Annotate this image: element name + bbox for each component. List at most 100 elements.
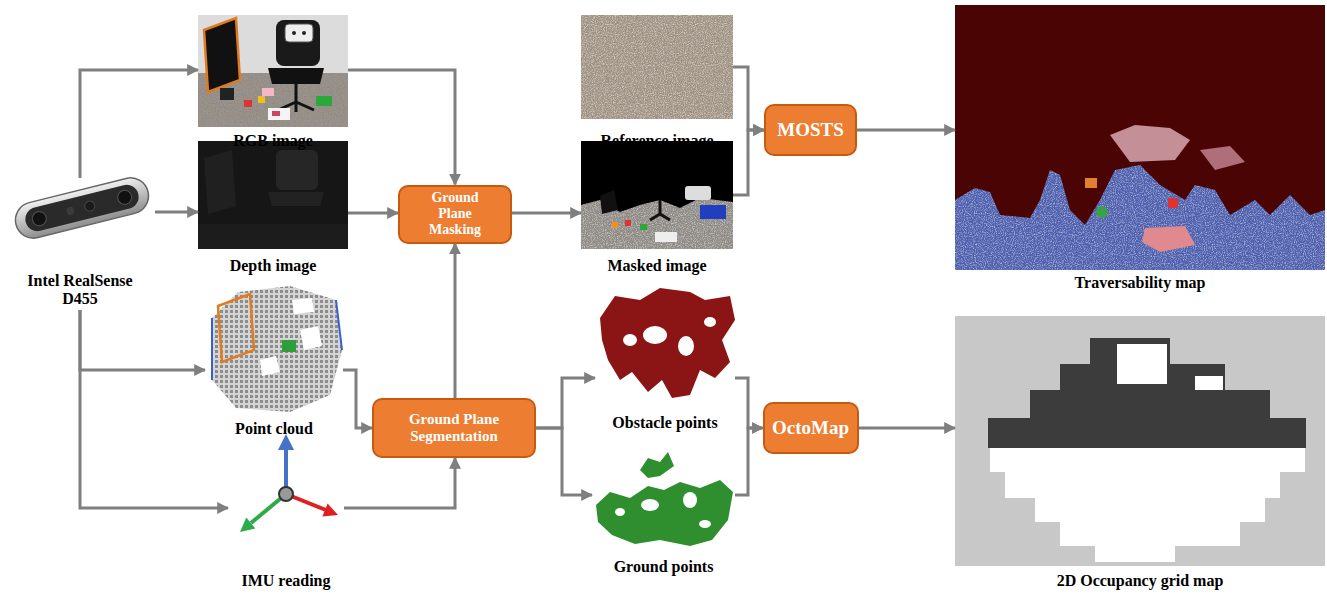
obstacle-point-cloud xyxy=(704,317,716,327)
imu-axes xyxy=(279,487,293,501)
rgb-photo xyxy=(302,31,306,35)
flow-arrow xyxy=(857,129,955,132)
traversability-heatmap xyxy=(955,5,1325,270)
occupancy-grid xyxy=(955,316,1325,566)
traversability-heatmap xyxy=(955,165,1325,270)
occupancy-grid xyxy=(955,316,1325,566)
masked-image xyxy=(581,141,733,249)
image-panel: Ground points xyxy=(592,452,735,548)
traversability-heatmap xyxy=(1168,198,1178,208)
rgb-photo xyxy=(278,84,314,112)
occupancy-grid xyxy=(1195,376,1223,390)
rgb-photo xyxy=(198,15,348,127)
camera-illustration xyxy=(12,174,153,242)
traversability-heatmap xyxy=(955,5,1325,270)
ground-point-cloud xyxy=(596,452,733,546)
image-panel: Masked image xyxy=(581,141,733,249)
occupancy-grid xyxy=(1005,472,1280,498)
image-caption: Depth image xyxy=(230,257,317,275)
masked-image xyxy=(625,220,631,226)
rgb-photo xyxy=(268,68,324,84)
image-caption: IMU reading xyxy=(241,572,330,590)
traversability-heatmap xyxy=(1142,226,1195,252)
ground-point-cloud xyxy=(615,508,625,516)
point-cloud xyxy=(218,294,254,362)
imu-axes xyxy=(322,504,338,517)
rgb-photo xyxy=(258,96,265,103)
box-label: OctoMap xyxy=(772,417,849,439)
point-cloud xyxy=(336,300,342,350)
rgb-photo xyxy=(262,88,274,96)
ground-point-cloud xyxy=(640,452,674,478)
image-caption: Traversability map xyxy=(1075,274,1206,292)
image-panel: Point cloud xyxy=(205,283,343,413)
flow-arrow xyxy=(80,310,205,370)
point-cloud xyxy=(212,286,342,412)
masked-image xyxy=(581,141,733,249)
ground-point-cloud xyxy=(641,499,659,511)
rgb-photo xyxy=(276,20,320,66)
masked-image xyxy=(655,232,677,242)
flow-arrow xyxy=(859,427,956,430)
image-caption: Reference image xyxy=(601,132,714,150)
rgb-photo xyxy=(292,31,296,35)
traversability-heatmap xyxy=(1200,146,1245,170)
occupancy-grid xyxy=(1030,390,1270,418)
obstacle-point-cloud xyxy=(600,288,735,398)
occupancy-grid xyxy=(1060,522,1240,546)
point-cloud xyxy=(300,326,322,350)
flow-arrow xyxy=(348,212,398,215)
image-caption: Masked image xyxy=(607,257,706,275)
image-caption: Ground points xyxy=(614,558,714,576)
occupancy-grid xyxy=(1035,498,1265,522)
rgb-photo xyxy=(204,18,240,92)
rgb-photo xyxy=(198,15,348,127)
image-caption: Point cloud xyxy=(235,420,313,438)
box-label: MOSTS xyxy=(777,119,844,141)
process-box: Ground Plane Segmentation xyxy=(372,398,536,458)
reference-carpet xyxy=(581,15,733,119)
point-cloud xyxy=(282,340,296,352)
flow-arrow xyxy=(155,211,198,214)
camera-illustration xyxy=(23,182,141,233)
image-panel: 2D Occupancy grid map xyxy=(955,316,1325,566)
imu-axes xyxy=(240,518,255,532)
flow-arrow xyxy=(512,212,581,215)
traversability-heatmap xyxy=(1110,125,1190,162)
camera-illustration xyxy=(84,200,96,212)
masked-image xyxy=(612,222,618,228)
obstacle-point-cloud xyxy=(623,334,637,346)
point-cloud xyxy=(212,286,342,412)
reference-carpet xyxy=(581,15,733,119)
rgb-photo xyxy=(244,100,252,107)
rgb-photo xyxy=(268,108,290,120)
masked-image xyxy=(600,190,618,214)
traversability-heatmap xyxy=(955,165,1325,270)
flow-arrow xyxy=(733,130,764,195)
flow-arrow xyxy=(733,67,764,130)
masked-image xyxy=(700,205,726,219)
camera-illustration xyxy=(66,206,76,216)
depth-image xyxy=(276,150,318,190)
traversability-heatmap xyxy=(1085,178,1097,188)
obstacle-point-cloud xyxy=(643,326,667,344)
image-panel: Depth image xyxy=(198,141,348,249)
camera-illustration xyxy=(116,189,133,206)
masked-image xyxy=(650,200,670,220)
box-label: Ground Plane Masking xyxy=(417,190,493,238)
image-caption: Obstacle points xyxy=(612,414,717,432)
point-cloud xyxy=(292,298,314,314)
camera-illustration xyxy=(12,174,153,242)
point-cloud xyxy=(260,356,280,376)
ground-point-cloud xyxy=(596,480,733,546)
flow-arrow xyxy=(454,244,457,399)
reference-carpet xyxy=(581,15,733,119)
flow-arrow xyxy=(80,310,228,508)
image-panel: Traversability map xyxy=(955,5,1325,270)
depth-image xyxy=(204,150,236,214)
flow-arrow xyxy=(348,70,455,185)
process-box: MOSTS xyxy=(764,104,857,156)
camera-device: Intel RealSense D455 xyxy=(5,178,155,310)
